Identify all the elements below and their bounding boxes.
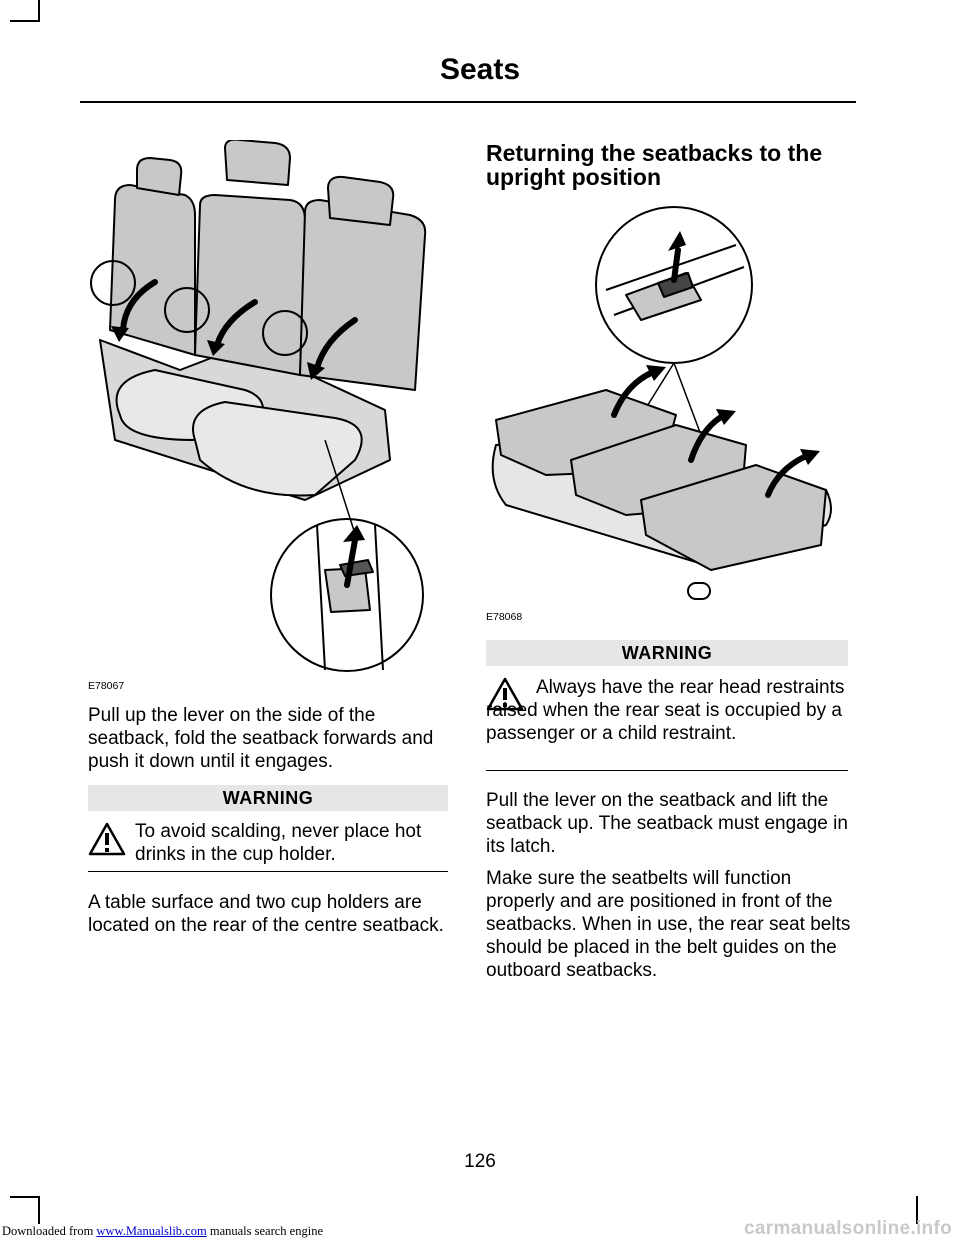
seatbelt-note: Make sure the seatbelts will function pr…: [486, 868, 851, 981]
warning-heading-right: WARNING: [486, 640, 848, 666]
crop-mark-bottom-left-v: [38, 1196, 40, 1224]
download-suffix: manuals search engine: [209, 1224, 323, 1238]
cup-holder-note: A table surface and two cup holders are …: [88, 892, 444, 936]
warning-rule-left: [88, 871, 448, 872]
warning-triangle-icon: [88, 822, 126, 856]
warning-text-right: Always have the rear head restraints rai…: [486, 677, 845, 744]
warning-triangle-icon: [486, 677, 524, 711]
fold-arrow-1: [120, 279, 158, 333]
crop-mark-bottom-left-h: [10, 1196, 40, 1198]
warning-text-left: To avoid scalding, never place hot drink…: [135, 821, 422, 865]
figure-code-left: E78067: [88, 680, 125, 692]
crop-mark-top-left-v: [38, 0, 40, 22]
manualslib-link[interactable]: www.Manualslib.com: [96, 1224, 207, 1238]
title-rule: [80, 101, 856, 103]
page-title: Seats: [439, 53, 521, 86]
lift-instruction: Pull the lever on the seatback and lift …: [486, 790, 848, 857]
download-banner: Downloaded from www.Manualslib.com manua…: [2, 1224, 323, 1239]
download-prefix: Downloaded from: [2, 1224, 94, 1238]
fold-arrow-2: [214, 299, 258, 348]
section-title: Returning the seatbacks to the upright p…: [486, 140, 823, 190]
fold-seatbacks-illustration: [90, 140, 427, 672]
warning-rule-right: [486, 770, 848, 771]
crop-mark-top-left-h: [10, 20, 40, 22]
fold-instruction: Pull up the lever on the side of the sea…: [88, 705, 434, 772]
crop-mark-bottom-right-v: [916, 1196, 918, 1224]
page-number: 126: [464, 1151, 496, 1172]
watermark: carmanualsonline.info: [744, 1218, 952, 1239]
raise-seatbacks-illustration: [491, 206, 832, 600]
warning-heading-left: WARNING: [88, 785, 448, 811]
figure-code-right: E78068: [486, 611, 523, 623]
